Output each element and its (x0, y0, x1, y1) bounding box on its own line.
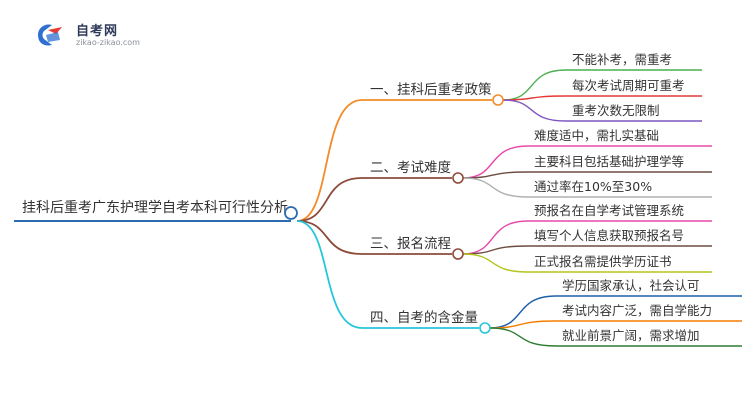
root-node (284, 206, 298, 220)
leaf-label-3-3: 正式报名需提供学历证书 (534, 254, 672, 269)
brand-url: zikao-zikao.com (76, 38, 140, 47)
branch-label-3: 三、报名流程 (370, 236, 451, 252)
branch-label-4: 四、自考的含金量 (370, 310, 478, 326)
connector-leaf-3-1 (462, 220, 529, 255)
connector-root-branch-3 (296, 220, 363, 255)
connector-leaf-1-3 (502, 99, 567, 122)
leaf-label-1-3: 重考次数无限制 (572, 103, 660, 118)
leaf-label-1-2: 每次考试周期可重考 (572, 78, 685, 93)
leaf-label-1-1: 不能补考，需重考 (572, 52, 672, 67)
root-label: 挂科后重考广东护理学自考本科可行性分析 (22, 200, 288, 216)
connector-root-branch-1 (296, 99, 363, 222)
branch-node-3 (452, 248, 464, 260)
connector-leaf-2-3 (462, 177, 529, 198)
connector-leaf-2-1 (462, 145, 529, 179)
connector-leaf-4-3 (489, 327, 557, 347)
leaf-label-2-1: 难度适中，需扎实基础 (534, 128, 659, 143)
leaf-label-4-1: 学历国家承认，社会认可 (562, 278, 700, 293)
leaf-label-2-2: 主要科目包括基础护理学等 (534, 154, 684, 169)
brand-title: 自考网 (76, 24, 119, 39)
leaf-label-3-2: 填写个人信息获取预报名号 (534, 228, 684, 243)
brand-logo: 自考网 zikao-zikao.com (34, 18, 154, 52)
branch-node-2 (452, 172, 464, 184)
branch-label-1: 一、挂科后重考政策 (370, 81, 492, 98)
branch-label-2: 二、考试难度 (370, 160, 451, 176)
graduation-cap-icon (38, 24, 62, 46)
connector-leaf-1-1 (502, 69, 567, 101)
leaf-label-4-3: 就业前景广阔，需求增加 (562, 328, 700, 343)
connector-leaf-1-2 (502, 95, 567, 101)
connector-leaf-4-2 (489, 320, 557, 329)
branch-node-4 (479, 322, 491, 334)
leaf-label-4-2: 考试内容广泛，需自学能力 (562, 303, 712, 318)
branch-node-1 (492, 94, 504, 106)
leaf-label-3-1: 预报名在自学考试管理系统 (534, 203, 684, 218)
connector-root-branch-4 (296, 220, 363, 329)
connector-root-branch-2 (296, 177, 363, 222)
connector-leaf-2-2 (462, 171, 529, 179)
leaf-label-2-3: 通过率在10%至30% (534, 179, 652, 194)
connector-leaf-3-2 (462, 245, 529, 255)
connector-leaf-3-3 (462, 253, 529, 273)
connector-leaf-4-1 (489, 295, 557, 329)
